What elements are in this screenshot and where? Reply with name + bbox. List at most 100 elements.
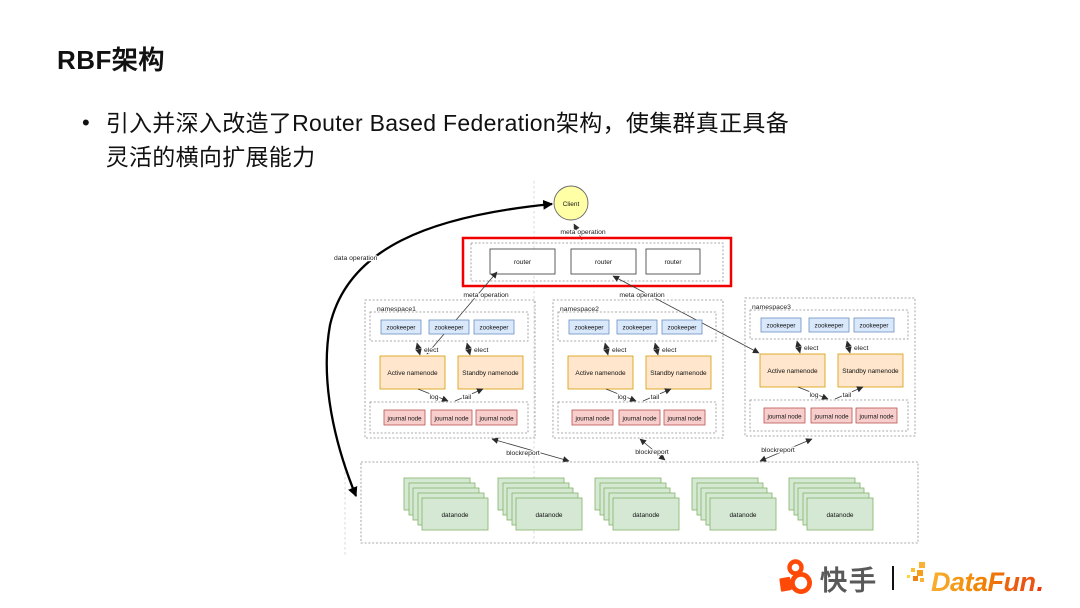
namespace1-group: namespace1 zookeeper zookeeper zookeeper… [364, 299, 536, 439]
edge-blockreport-3 [759, 438, 813, 462]
edge-log [605, 388, 637, 402]
edge-log [797, 386, 829, 400]
journal-node [571, 409, 614, 426]
zookeeper-label: zookeeper [860, 323, 889, 330]
active-namenode-node [567, 355, 634, 390]
journal-label: journal node [813, 414, 849, 421]
data-operation-label: data operation [334, 255, 378, 262]
data-operation-arrow [325, 199, 554, 498]
kuaishou-logo: 快手 [778, 557, 878, 599]
standby-namenode-label: Standby namenode [650, 370, 707, 377]
router-node [489, 248, 556, 275]
router-layer: router router router [461, 236, 733, 288]
namespace-box [364, 299, 536, 439]
journal-label: journal node [574, 416, 610, 423]
zookeeper-node [568, 319, 610, 335]
standby-namenode-label: Standby namenode [842, 368, 899, 375]
journal-label: journal node [433, 416, 469, 423]
journal-label: journal node [478, 416, 514, 423]
elect-label: elect [474, 347, 488, 354]
datafun-wordmark: DataFun [931, 566, 1036, 597]
datanode-stack: datanode [594, 477, 680, 531]
bullet-text: 引入并深入改造了Router Based Federation架构，使集群真正具… [105, 110, 789, 170]
footer-divider [892, 566, 894, 590]
datanode-label: datanode [441, 512, 468, 519]
kuaishou-camera-icon [779, 559, 813, 595]
meta-operation-label-ns1: meta operation [463, 292, 509, 299]
journal-node [618, 409, 661, 426]
zookeeper-node [808, 317, 850, 333]
zookeeper-node [473, 319, 515, 335]
edge-tail [642, 388, 672, 402]
journal-group-box [749, 399, 909, 432]
zookeeper-label: zookeeper [575, 325, 604, 332]
edge-elect-standby [465, 342, 472, 356]
active-namenode-label: Active namenode [767, 368, 818, 375]
journal-label: journal node [621, 416, 657, 423]
edge-blockreport-2 [639, 438, 666, 461]
zookeeper-group-box [557, 311, 717, 342]
zookeeper-label: zookeeper [767, 323, 796, 330]
zookeeper-node [760, 317, 802, 333]
router-group-box [470, 242, 724, 282]
zookeeper-node [661, 319, 703, 335]
router-label: router [665, 259, 683, 266]
footer-logos: 快手 DataFun. [778, 554, 1070, 602]
zookeeper-label: zookeeper [387, 325, 416, 332]
zookeeper-group-box [369, 311, 529, 342]
active-namenode-node [379, 355, 446, 390]
edge-elect-standby [845, 340, 852, 354]
datanode-stack: datanode [788, 477, 874, 531]
journal-node [475, 409, 518, 426]
zookeeper-label: zookeeper [435, 325, 464, 332]
elect-label: elect [424, 347, 438, 354]
log-label: log [617, 394, 626, 401]
active-namenode-node [759, 353, 826, 388]
journal-node [383, 409, 426, 426]
namespace-box [552, 299, 724, 439]
kuaishou-wordmark: 快手 [820, 565, 878, 596]
namespace3-group: namespace3 zookeeper zookeeper zookeeper… [744, 297, 916, 437]
zookeeper-node [380, 319, 422, 335]
edge-blockreport-1 [491, 437, 570, 463]
meta-operation-label-ns2: meta operation [619, 292, 665, 299]
client-label: Client [563, 201, 580, 208]
datanode-label: datanode [729, 512, 756, 519]
edge-elect-standby [653, 342, 660, 356]
client-node: Client [553, 185, 589, 221]
zookeeper-label: zookeeper [480, 325, 509, 332]
edge-log [417, 388, 449, 402]
edge-elect-active [603, 342, 610, 356]
zookeeper-label: zookeeper [623, 325, 652, 332]
edge-router1-namespace1 [426, 271, 498, 355]
journal-node [763, 407, 806, 424]
elect-label: elect [662, 347, 676, 354]
elect-label: elect [612, 347, 626, 354]
zookeeper-label: zookeeper [815, 323, 844, 330]
client-circle [553, 185, 589, 221]
elect-label: elect [854, 345, 868, 352]
namespace-label: namespace1 [377, 306, 416, 313]
journal-group-box [369, 401, 529, 434]
journal-label: journal node [386, 416, 422, 423]
active-namenode-label: Active namenode [575, 370, 626, 377]
datanode-label: datanode [632, 512, 659, 519]
journal-node [810, 407, 853, 424]
blockreport-label: blockreport [635, 449, 669, 456]
zookeeper-label: zookeeper [668, 325, 697, 332]
datanode-group-box [360, 461, 919, 544]
zookeeper-node [616, 319, 658, 335]
zookeeper-group-box [749, 309, 909, 340]
tail-label: tail [651, 394, 660, 401]
standby-namenode-node [457, 355, 524, 390]
edge-tail [454, 388, 484, 402]
namespace2-group: namespace2 zookeeper zookeeper zookeeper… [552, 299, 724, 439]
blockreport-label: blockreport [761, 447, 795, 454]
router-node [645, 248, 701, 275]
router-highlight-box [461, 236, 733, 288]
journal-node [663, 409, 706, 426]
zookeeper-node [428, 319, 470, 335]
datafun-mosaic-icon [907, 561, 925, 582]
datafun-period: . [1036, 566, 1045, 597]
bullet-marker: • [82, 110, 90, 135]
